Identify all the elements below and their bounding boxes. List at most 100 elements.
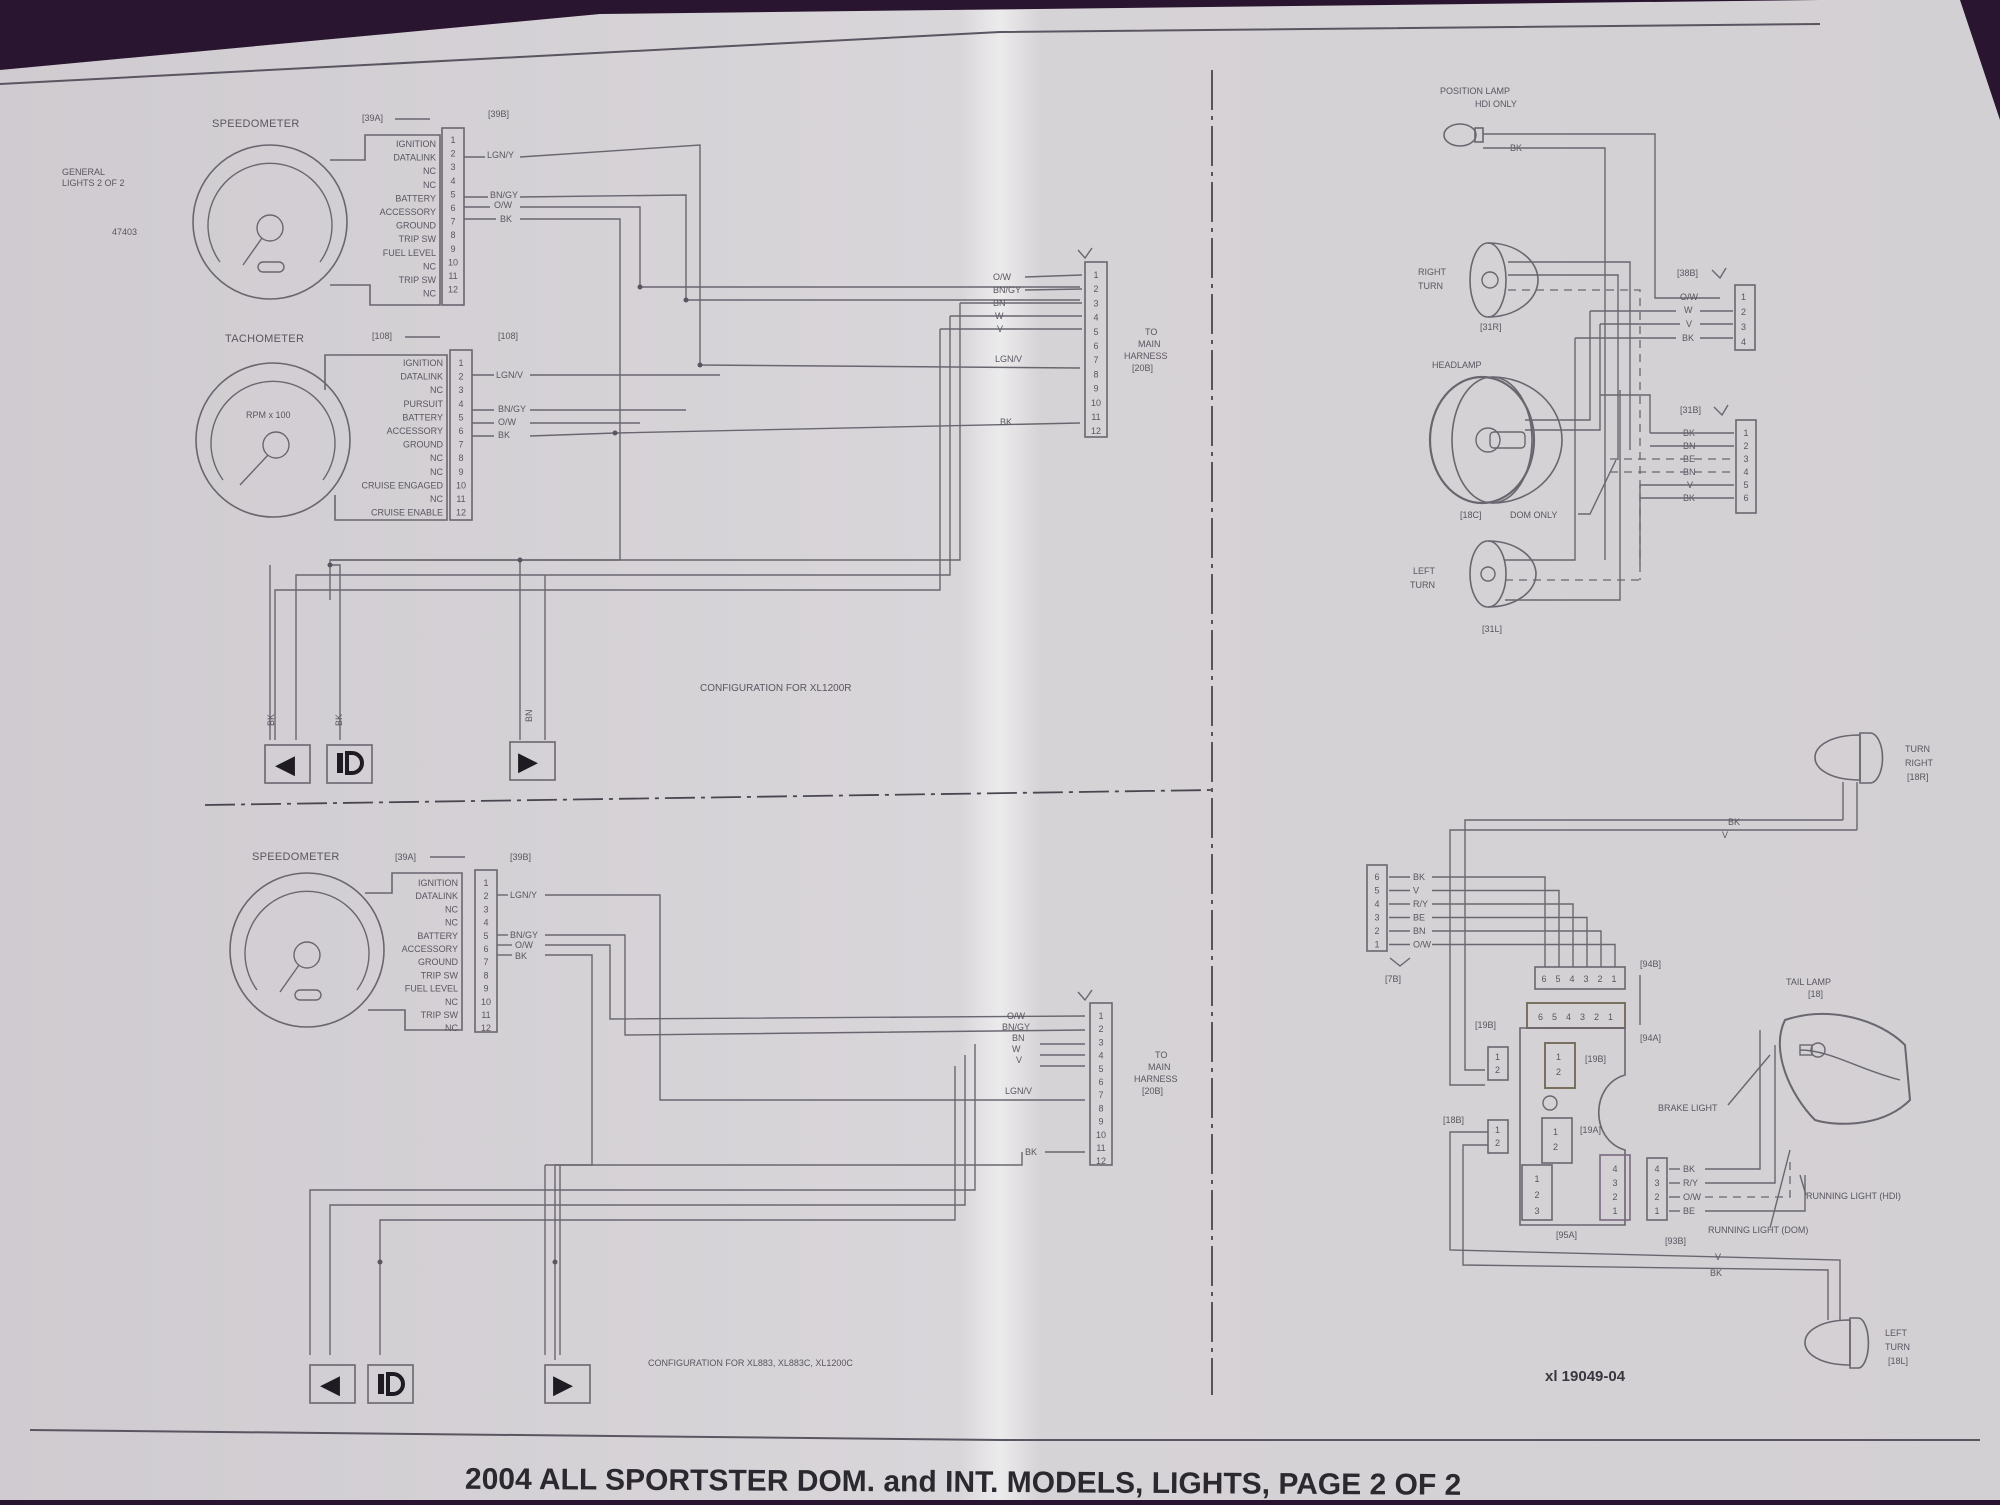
pin-number: 11	[481, 1010, 490, 1020]
pin-number: 9	[450, 244, 455, 254]
wire-label: O/W	[515, 940, 534, 950]
pin-number: 3	[1741, 322, 1746, 332]
pin-number: 4	[1374, 899, 1379, 909]
left-turn-lamp-icon	[1469, 540, 1537, 608]
pin-number: 1	[450, 135, 455, 145]
pin-function-label: NC	[445, 997, 458, 1007]
pin-number: 6	[1374, 872, 1379, 882]
pin-function-label: TRIP SW	[421, 1010, 459, 1020]
wire-label: O/W	[1683, 1192, 1702, 1202]
pin-number: 7	[1093, 355, 1098, 365]
pin-number: 4	[1093, 313, 1098, 323]
pin-number: 9	[1098, 1117, 1103, 1127]
connector-19b: [19B] 1 2	[1475, 1020, 1509, 1081]
wire-label: BN	[524, 709, 534, 722]
side-note-id: 47403	[112, 227, 137, 237]
wire-label: BK	[1683, 1164, 1695, 1174]
pin-number: 4	[458, 399, 463, 409]
tachometer-label: TACHOMETER	[225, 333, 304, 345]
running-light-dom-label: RUNNING LIGHT (DOM)	[1708, 1225, 1808, 1235]
pin-function-label: CRUISE ENABLE	[371, 508, 443, 518]
right-turn-label: RIGHT	[1418, 267, 1447, 277]
wire-label: BN/GY	[498, 404, 526, 414]
wire	[1705, 1030, 1761, 1170]
pin-number: 1	[1374, 940, 1379, 950]
pin-number: 7	[483, 957, 488, 967]
wire-label: BK	[1728, 817, 1740, 827]
wire	[1705, 1160, 1791, 1198]
pin-function-label: IGNITION	[396, 139, 436, 149]
pin-number: 10	[1091, 398, 1101, 408]
wire-label: BN/GY	[1002, 1022, 1030, 1032]
connector-ref: [39B]	[510, 852, 531, 862]
pin-number: 3	[1580, 1012, 1585, 1022]
wire-label: BN	[1683, 467, 1696, 477]
pin-function-label: NC	[445, 918, 458, 928]
harness-label: TO	[1155, 1050, 1167, 1060]
pin-number: 4	[1743, 467, 1748, 477]
pin-function-label: IGNITION	[418, 878, 458, 888]
wire-label: BK	[1682, 333, 1694, 343]
pin-number: 2	[1374, 926, 1379, 936]
pin-number: 2	[1654, 1192, 1659, 1202]
pin-number: 2	[450, 149, 455, 159]
headlamp-label: HEADLAMP	[1432, 360, 1482, 370]
connector-ref: [94B]	[1640, 959, 1661, 969]
wire-label: LGN/Y	[487, 150, 514, 160]
pin-number: 5	[458, 412, 463, 422]
brake-light-label: BRAKE LIGHT	[1658, 1103, 1718, 1113]
pin-number: 3	[1612, 1178, 1617, 1188]
pin-number: 1	[1098, 1011, 1103, 1021]
wire	[1432, 943, 1616, 967]
pin-number: 1	[1553, 1127, 1558, 1137]
pin-number: 3	[1534, 1206, 1539, 1216]
pin-function-label: FUEL LEVEL	[405, 984, 458, 994]
pin-number: 4	[1612, 1164, 1617, 1174]
pin-function-label: NC	[423, 180, 436, 190]
gauge-dial-icon	[192, 144, 348, 300]
pin-function-label: ACCESSORY	[387, 426, 443, 436]
running-light-hdi-label: RUNNING LIGHT (HDI)	[1806, 1191, 1901, 1201]
pin-number: 12	[481, 1023, 491, 1033]
pin-function-label: ACCESSORY	[402, 944, 458, 954]
pin-number: 11	[448, 271, 457, 281]
connector-18b: [18B] 1 2	[1443, 1115, 1509, 1154]
wire	[1705, 1175, 1806, 1212]
wire-label: BN	[1012, 1033, 1025, 1043]
wire	[1432, 876, 1546, 967]
left-turn-indicator	[309, 1364, 356, 1404]
pin-function-label: NC	[445, 904, 458, 914]
wire	[1432, 916, 1588, 967]
pin-function-label: ACCESSORY	[380, 207, 436, 217]
pin-function-label: NC	[430, 467, 443, 477]
pin-number: 7	[458, 440, 463, 450]
pin-number: 8	[483, 970, 488, 980]
position-lamp-label: POSITION LAMP	[1440, 86, 1510, 96]
wire-label: BE	[1683, 1206, 1695, 1216]
connector-ref: [19B]	[1585, 1054, 1606, 1064]
wire-label: W	[1012, 1044, 1021, 1054]
connector-ref: [7B]	[1385, 974, 1401, 984]
pin-number: 1	[1743, 428, 1748, 438]
pin-function-label: NC	[430, 494, 443, 504]
pin-function-label: NC	[430, 453, 443, 463]
pin-number: 6	[1098, 1077, 1103, 1087]
pin-number: 2	[1594, 1012, 1599, 1022]
speedometer-label: SPEEDOMETER	[212, 118, 300, 130]
wire-label: BK	[266, 714, 276, 726]
bottom-left-section: SPEEDOMETER [39A] [39B] IGNITIONDATALINK…	[229, 851, 1178, 1404]
turn-left-label: LEFT	[1885, 1328, 1908, 1338]
pin-number: 2	[1612, 1192, 1617, 1202]
pin-function-label: DATALINK	[415, 891, 458, 901]
harness-label: MAIN	[1138, 339, 1161, 349]
headlamp-icon	[1428, 375, 1563, 505]
pin-number: 3	[458, 385, 463, 395]
connector-ref: [93B]	[1665, 1236, 1686, 1246]
pin-number: 9	[483, 984, 488, 994]
harness-label: [20B]	[1142, 1086, 1163, 1096]
pin-number: 5	[1374, 886, 1379, 896]
pin-number: 4	[1741, 337, 1746, 347]
wire-label: BK	[1413, 872, 1425, 882]
